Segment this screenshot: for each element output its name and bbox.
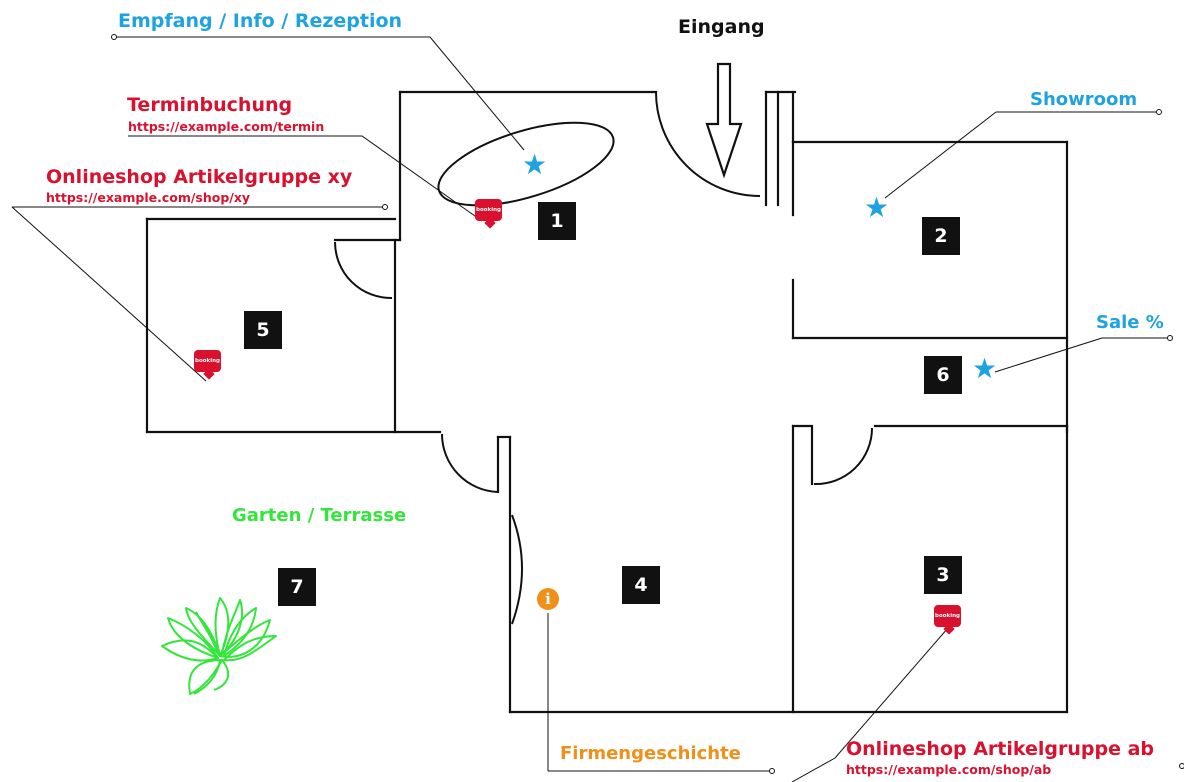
room-number-4: 4 bbox=[622, 566, 660, 604]
shop-ab-url[interactable]: https://example.com/shop/ab bbox=[846, 762, 1052, 777]
leader-lines bbox=[11, 36, 1170, 782]
shop-xy-label: Onlineshop Artikelgruppe xy bbox=[46, 166, 353, 188]
shop-ab-label: Onlineshop Artikelgruppe ab bbox=[846, 738, 1155, 760]
room-number-7: 7 bbox=[278, 568, 316, 606]
showroom-star-icon[interactable]: ★ bbox=[864, 191, 890, 224]
appointment-url[interactable]: https://example.com/termin bbox=[128, 119, 325, 134]
company-history-label: Firmengeschichte bbox=[560, 743, 741, 764]
entrance-arrow-icon bbox=[705, 62, 743, 179]
room-number-3: 3 bbox=[924, 556, 962, 594]
appointment-label: Terminbuchung bbox=[127, 94, 293, 116]
reception-label: Empfang / Info / Rezeption bbox=[118, 10, 403, 32]
booking-text: booking bbox=[476, 207, 501, 213]
showroom-label: Showroom bbox=[1030, 89, 1138, 110]
leader-dots bbox=[111, 34, 1184, 774]
room-number-1: 1 bbox=[538, 202, 576, 240]
reception-star-icon[interactable]: ★ bbox=[522, 148, 548, 181]
lotus-icon bbox=[161, 597, 277, 695]
booking-marker-shop-xy[interactable]: booking bbox=[194, 350, 221, 380]
room-number-2: 2 bbox=[922, 217, 960, 255]
shop-xy-url[interactable]: https://example.com/shop/xy bbox=[46, 190, 251, 205]
room-number-6: 6 bbox=[924, 356, 962, 394]
sale-star-icon[interactable]: ★ bbox=[972, 352, 998, 385]
booking-text: booking bbox=[935, 613, 960, 619]
booking-marker-shop-ab[interactable]: booking bbox=[934, 605, 961, 635]
sale-label: Sale % bbox=[1096, 312, 1164, 333]
garden-label: Garten / Terrasse bbox=[232, 505, 407, 526]
entrance-label: Eingang bbox=[678, 16, 765, 38]
booking-text: booking bbox=[195, 358, 220, 364]
room-number-5: 5 bbox=[244, 311, 282, 349]
walls bbox=[145, 90, 1069, 714]
booking-marker-appointment[interactable]: booking bbox=[475, 199, 502, 229]
info-icon[interactable]: i bbox=[537, 588, 559, 610]
door-swings bbox=[334, 91, 873, 625]
